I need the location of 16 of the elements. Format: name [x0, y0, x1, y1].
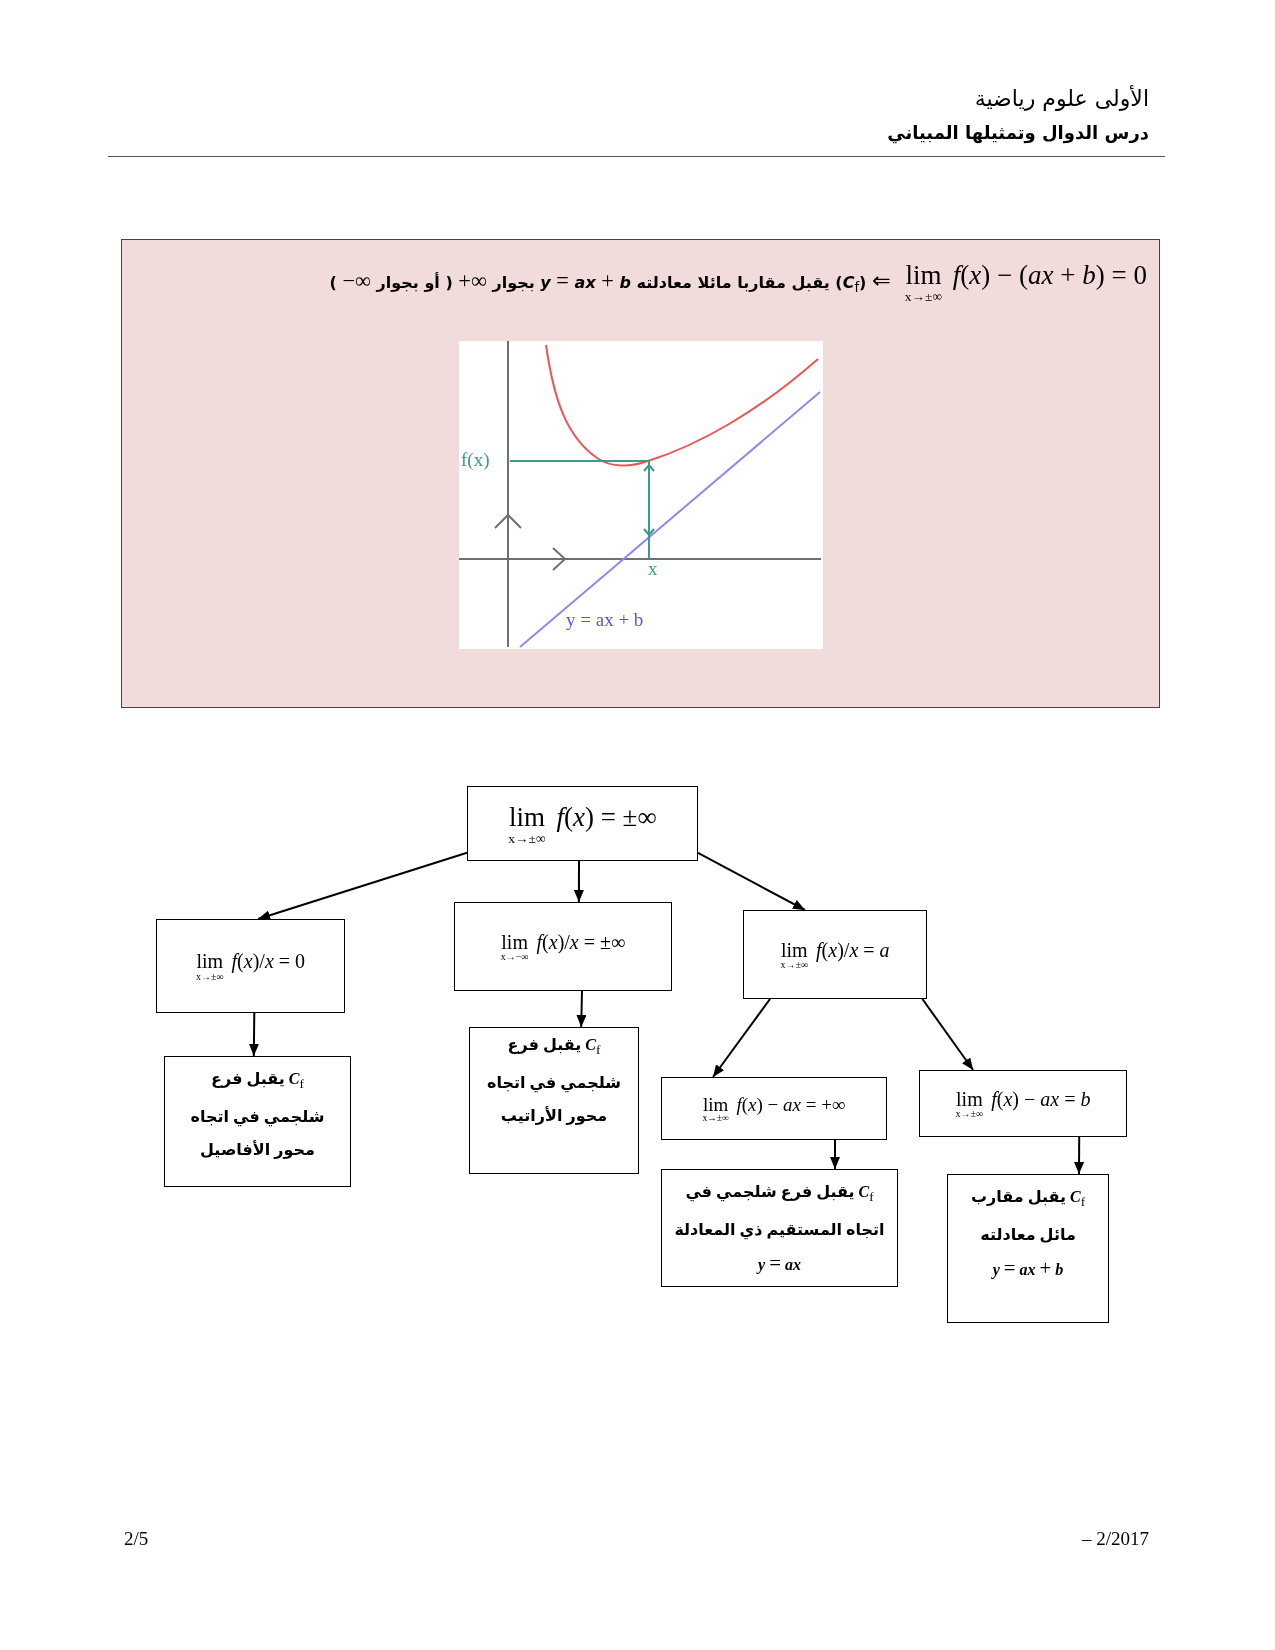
arrow	[257, 851, 468, 921]
arrow	[573, 860, 584, 903]
axis-label: f(x)	[461, 449, 490, 472]
line-label: y = ax + b	[566, 609, 644, 632]
page-number: 2/5	[124, 1528, 149, 1551]
axis-label: x	[648, 558, 658, 581]
arrow	[830, 1139, 840, 1170]
arrow	[712, 998, 771, 1078]
arrow	[576, 990, 587, 1028]
page-title: درس الدوال وتمثيلها المبياني	[887, 122, 1149, 144]
date-text: – 2/2017	[1081, 1528, 1149, 1551]
arrow	[921, 998, 975, 1071]
header-text: الأولى علوم رياضية	[974, 86, 1149, 113]
arrow	[1074, 1136, 1085, 1175]
arrow	[248, 1012, 259, 1057]
arrow	[697, 851, 806, 911]
